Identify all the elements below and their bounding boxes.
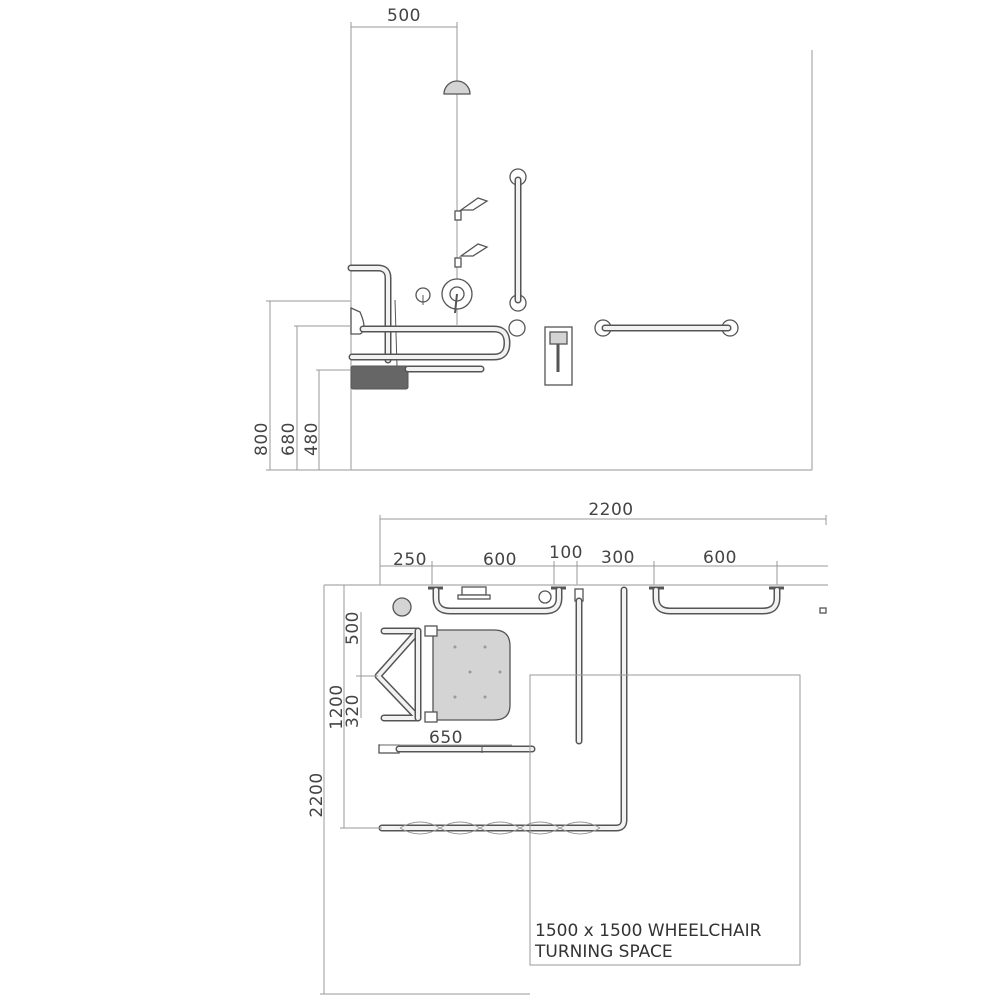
- hand-shower-upper-icon: [454, 197, 489, 221]
- dim-overall-depth-label: 2200: [307, 772, 327, 817]
- vertical-grab-rail-icon: [509, 168, 527, 312]
- dim-height-800-label: 800: [252, 422, 272, 456]
- dim-seg-600a-label: 600: [483, 550, 517, 570]
- shower-head-icon: [443, 80, 471, 95]
- shower-curtain-rail-icon: [378, 586, 628, 835]
- hinged-grab-rail-icon: [348, 319, 526, 373]
- dim-seg-100-label: 100: [549, 543, 583, 563]
- dim-overall-depth: 2200: [307, 585, 530, 995]
- dim-shower-offset-label: 500: [387, 6, 421, 26]
- dim-overall-width: 2200: [379, 500, 827, 585]
- dim-segments: 250 600 100 300 600: [380, 543, 828, 585]
- wheelchair-turning-space: 1500 x 1500 WHEELCHAIR TURNING SPACE: [529, 674, 801, 966]
- plan-view: 2200 250 600 100 300 600: [307, 500, 828, 995]
- plan-wall-rail-right-icon: [649, 586, 784, 615]
- dim-vertical-1200: 1200: [327, 585, 382, 829]
- dim-height-480-label: 480: [302, 422, 322, 456]
- dim-vertical-500: 500: [343, 611, 363, 676]
- thermostatic-mixer-icon: [441, 278, 473, 314]
- plan-wall-end-marker: [819, 607, 827, 614]
- dim-height-480: 480: [302, 369, 351, 470]
- dim-vertical-500-label: 500: [343, 611, 363, 645]
- dim-vertical-1200-label: 1200: [327, 684, 347, 729]
- dim-rail-650-label: 650: [429, 728, 463, 748]
- horizontal-grab-rail-icon: [594, 319, 739, 337]
- dim-seg-300-label: 300: [601, 548, 635, 568]
- elevation-view: 500: [252, 6, 813, 471]
- dim-height-680: 680: [279, 325, 351, 470]
- shower-diverter-icon: [415, 287, 431, 305]
- plan-wall-rail-left-icon: [428, 586, 566, 615]
- dim-rail-650: 650: [380, 728, 512, 748]
- turning-space-label-line2: TURNING SPACE: [534, 942, 673, 962]
- dim-shower-offset: 500: [351, 6, 458, 325]
- soap-holder-icon: [544, 326, 573, 386]
- dim-seg-600b-label: 600: [703, 548, 737, 568]
- dim-height-680-label: 680: [279, 422, 299, 456]
- plan-fold-down-seat-icon: [374, 625, 511, 723]
- dim-overall-width-label: 2200: [588, 500, 633, 520]
- dim-vertical-320-label: 320: [343, 694, 363, 728]
- dim-seg-250-label: 250: [393, 550, 427, 570]
- plan-vertical-rail-icon: [574, 588, 584, 745]
- shower-drain-icon: [392, 597, 412, 617]
- turning-space-label-line1: 1500 x 1500 WHEELCHAIR: [535, 921, 762, 941]
- hand-shower-lower-icon: [454, 243, 489, 268]
- dim-height-800: 800: [252, 300, 351, 471]
- dim-vertical-320: 320: [343, 675, 378, 728]
- fold-down-seat-icon: [347, 264, 409, 390]
